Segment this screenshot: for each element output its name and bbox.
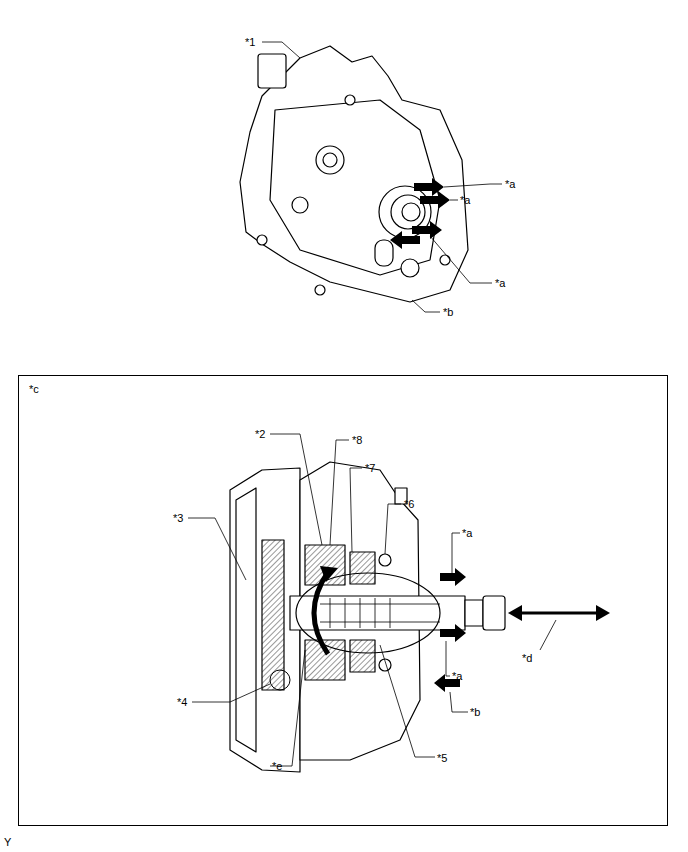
callout-label: *a xyxy=(452,670,462,682)
section-frame: *c xyxy=(18,375,668,826)
callout-label: *1 xyxy=(245,36,255,48)
callout-label: *b xyxy=(470,706,480,718)
callout-label: *8 xyxy=(352,434,362,446)
callout-label: *a xyxy=(505,178,515,190)
callout-label: *a xyxy=(462,527,472,539)
callout-label: *b xyxy=(443,306,453,318)
callout-label: *4 xyxy=(177,696,187,708)
callout-label: *6 xyxy=(404,498,414,510)
callout-label: *a xyxy=(460,194,470,206)
callout-label: *3 xyxy=(173,512,183,524)
callout-label: *e xyxy=(272,760,282,772)
callout-label: *2 xyxy=(255,428,265,440)
callout-label: Y xyxy=(4,836,11,848)
callout-label: *7 xyxy=(365,462,375,474)
view-label: *c xyxy=(29,383,39,395)
callout-label: *a xyxy=(495,277,505,289)
callout-label: *d xyxy=(522,652,532,664)
callout-label: *5 xyxy=(437,752,447,764)
